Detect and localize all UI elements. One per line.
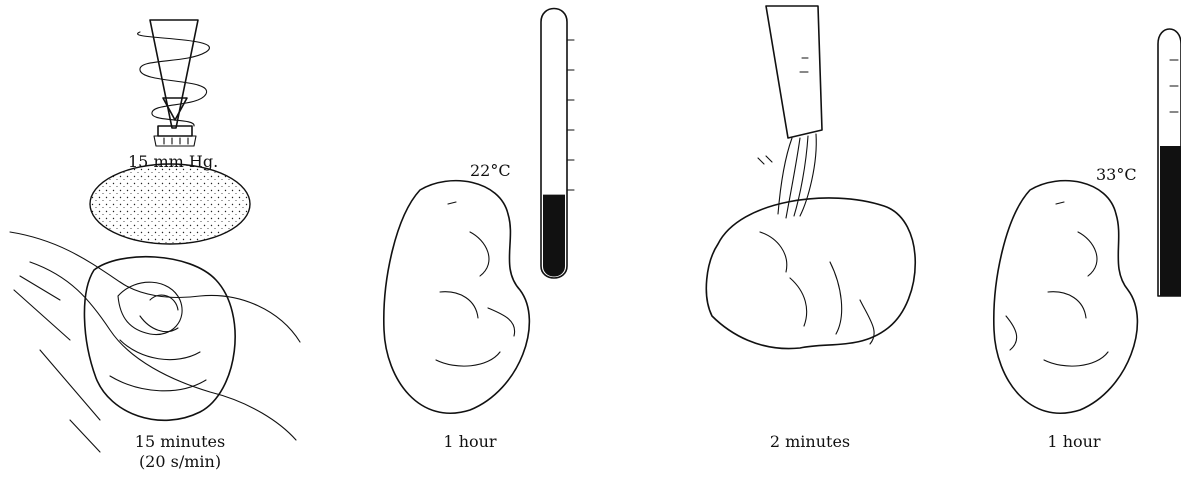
caption-panel-1-line-1: 15 minutes — [110, 432, 250, 452]
temperature-label-22: 22°C — [470, 161, 511, 181]
thermometer-33-icon — [1158, 29, 1181, 296]
bulb-icon — [90, 164, 250, 244]
caption-panel-2: 1 hour — [400, 432, 540, 452]
caption-panel-1: 15 minutes (20 s/min) — [110, 432, 250, 472]
thermometer-22-icon — [541, 9, 574, 279]
pressure-pump-icon — [138, 20, 210, 146]
brush-icon — [758, 6, 822, 218]
caption-panel-4: 1 hour — [1004, 432, 1144, 452]
pup-2-icon — [994, 181, 1138, 414]
pup-icon — [384, 181, 530, 414]
uterus-with-fetus-icon — [10, 232, 300, 452]
pressure-label: 15 mm Hg. — [128, 152, 218, 172]
caption-panel-3: 2 minutes — [740, 432, 880, 452]
pup-lying-icon — [706, 198, 915, 349]
caption-panel-1-line-2: (20 s/min) — [110, 452, 250, 472]
temperature-label-33: 33°C — [1096, 165, 1137, 185]
